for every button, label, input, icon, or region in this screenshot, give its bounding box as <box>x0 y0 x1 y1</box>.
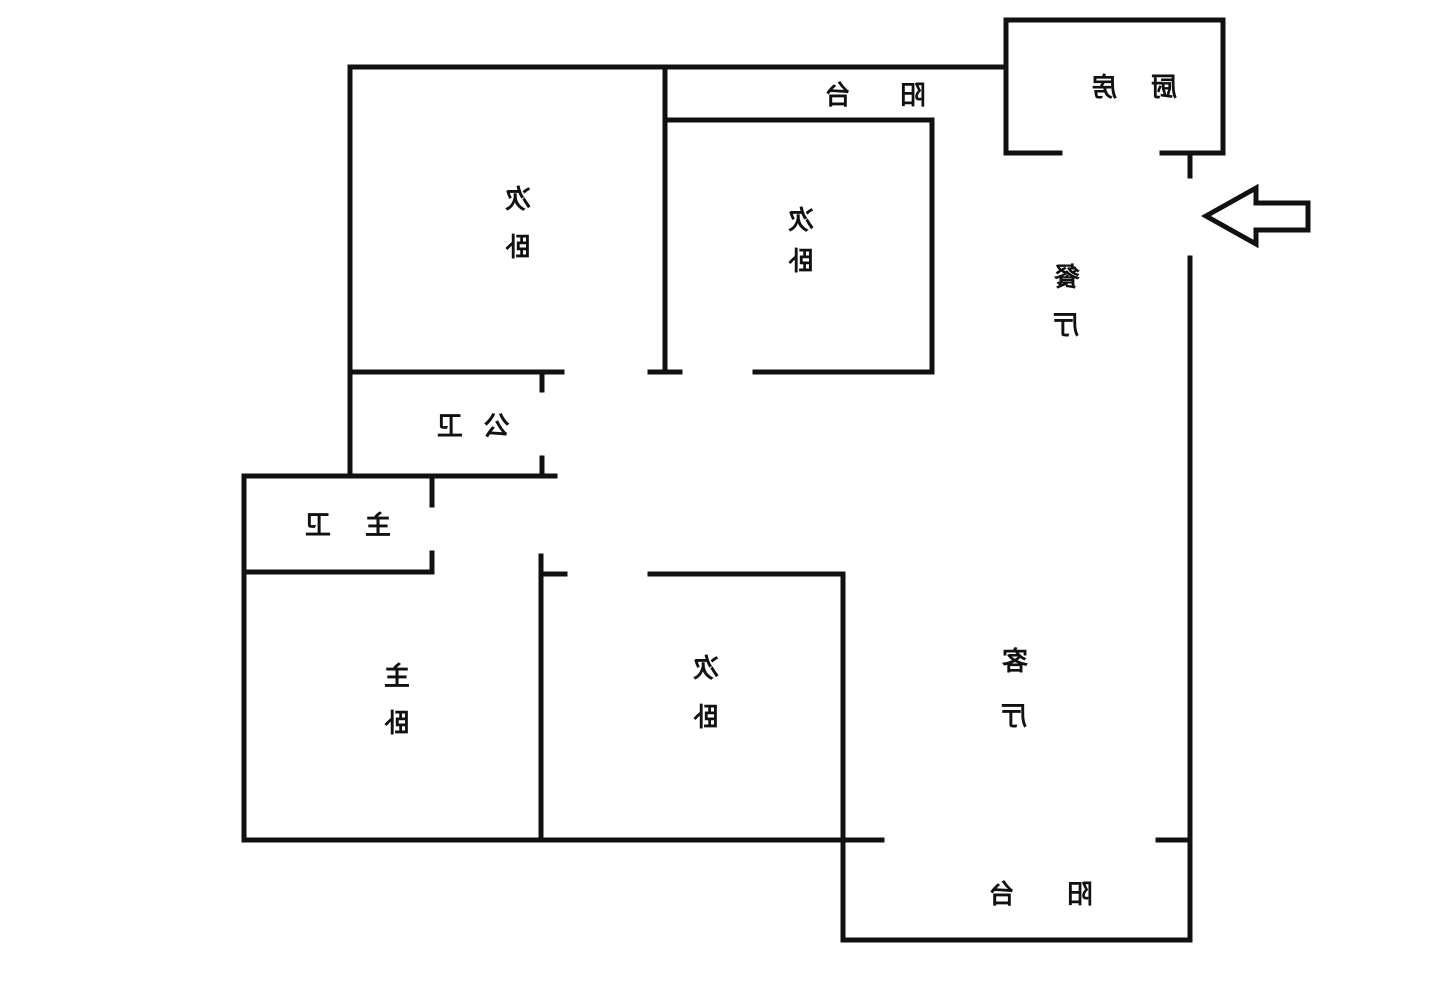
room-label-master-bedroom-1: 主 <box>384 662 410 692</box>
room-label-balcony-bottom-2: 台 <box>989 879 1015 910</box>
room-label-master-bath-2: 卫 <box>305 511 331 541</box>
wall <box>1003 17 1226 156</box>
room-label-public-bath-2: 卫 <box>437 412 463 442</box>
room-label-balcony-top-1: 阳 <box>900 81 926 111</box>
room-label-dining-2: 厅 <box>1053 311 1079 341</box>
room-label-master-bedroom-2: 卧 <box>384 709 410 739</box>
room-labels: 阳 台 厨 房 次 卧 次 卧 餐 厅 公 卫 主 卫 主 卧 次 卧 客 厅 … <box>305 73 1177 910</box>
walls <box>241 17 1226 943</box>
room-label-bedroom-top-mid-2: 卧 <box>788 247 814 277</box>
room-label-kitchen-2: 房 <box>1091 73 1117 103</box>
room-label-balcony-top-2: 台 <box>825 80 851 111</box>
room-label-living-2: 厅 <box>1001 702 1027 732</box>
room-label-bedroom-top-left-2: 卧 <box>505 233 531 263</box>
room-label-bedroom-top-mid-1: 次 <box>788 206 814 236</box>
room-label-balcony-bottom-1: 阳 <box>1067 880 1093 910</box>
room-label-living-1: 客 <box>1001 646 1028 677</box>
room-label-bedroom-top-left-1: 次 <box>505 185 531 215</box>
room-label-kitchen-1: 厨 <box>1151 73 1177 103</box>
wall <box>347 64 1009 375</box>
room-label-public-bath-1: 公 <box>484 412 510 442</box>
wall <box>662 117 935 375</box>
room-label-bedroom-bottom-2: 卧 <box>693 703 719 733</box>
left-arrow-icon <box>1200 183 1311 249</box>
room-label-bedroom-bottom-1: 次 <box>693 654 719 684</box>
room-label-dining-1: 餐 <box>1053 263 1080 293</box>
room-label-master-bath-1: 主 <box>365 511 391 541</box>
wall <box>647 571 846 943</box>
